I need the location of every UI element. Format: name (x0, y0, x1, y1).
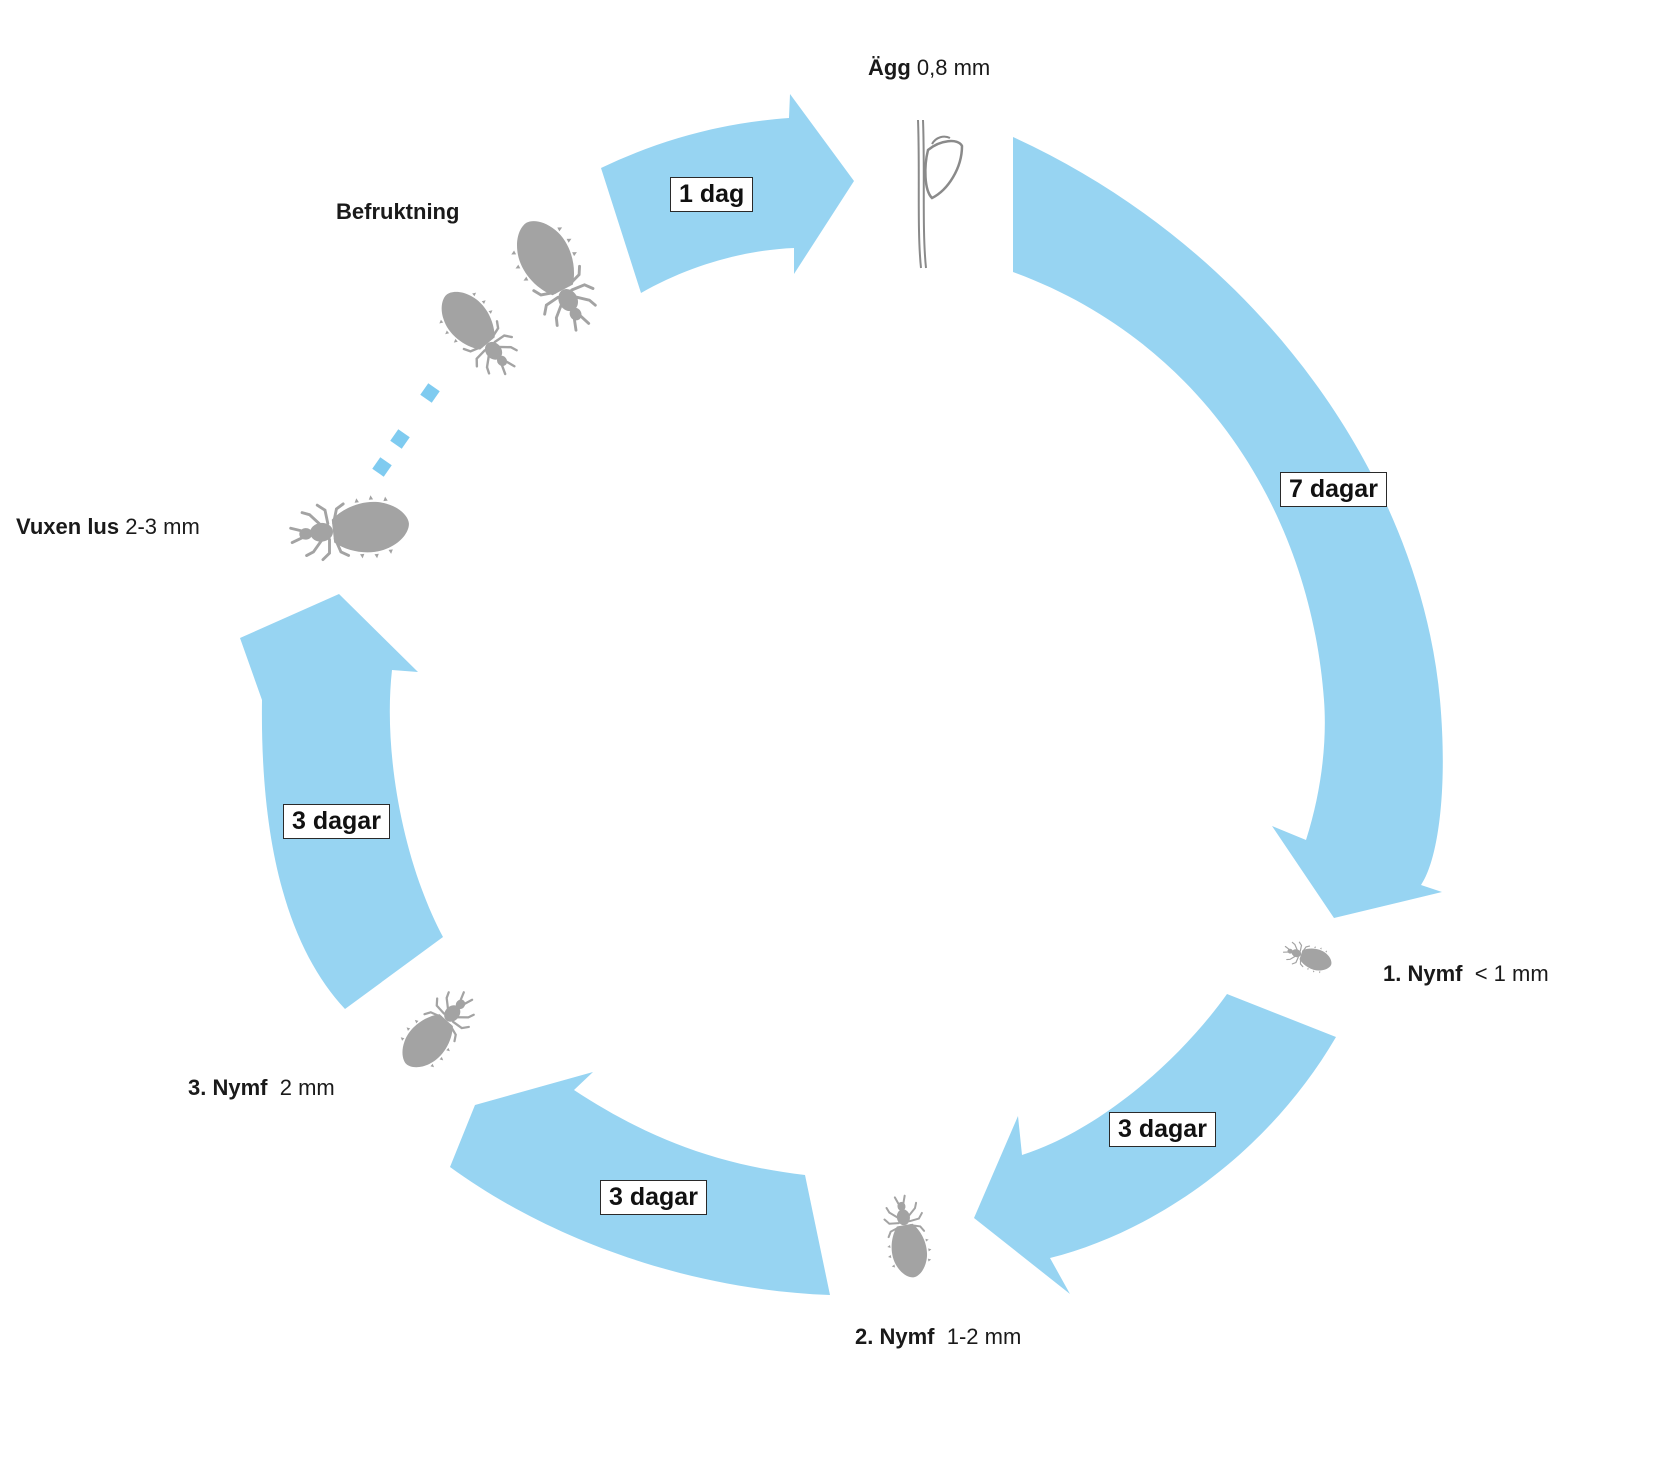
egg-size: 0,8 mm (916, 55, 991, 80)
nymph-2-icon (877, 1191, 937, 1283)
nymph1-label: 1. Nymf < 1 mm (1383, 963, 1549, 985)
nymph3-size: 2 mm (279, 1075, 335, 1100)
mating-lice-icon (497, 206, 612, 344)
nymph3-label: 3. Nymf 2 mm (188, 1077, 335, 1099)
mating-lice-icon-2 (425, 276, 532, 389)
nymph-1-icon (1279, 936, 1336, 978)
duration-nymph3-to-adult: 3 dagar (283, 804, 390, 839)
nymph1-size: < 1 mm (1474, 961, 1549, 986)
nymph3-name: 3. Nymf (188, 1075, 268, 1100)
arrow-nymph3-to-adult (240, 594, 443, 1009)
adult-louse-icon (286, 490, 414, 569)
adult-name: Vuxen lus (16, 514, 120, 539)
dotted-link (372, 383, 440, 477)
duration-mating-to-egg: 1 dag (670, 177, 754, 212)
egg-on-hair-icon (917, 119, 964, 269)
duration-nymph1-to-nymph2: 3 dagar (1109, 1112, 1216, 1147)
adult-label: Vuxen lus 2-3 mm (16, 516, 200, 538)
mating-name: Befruktning (336, 199, 460, 224)
nymph1-name: 1. Nymf (1383, 961, 1463, 986)
nymph-3-icon (387, 978, 488, 1082)
nymph2-size: 1-2 mm (946, 1324, 1022, 1349)
duration-nymph2-to-nymph3: 3 dagar (600, 1180, 707, 1215)
nymph2-name: 2. Nymf (855, 1324, 935, 1349)
duration-egg-to-nymph1: 7 dagar (1280, 472, 1387, 507)
egg-name: Ägg (868, 55, 911, 80)
arrow-egg-to-nymph1 (1013, 137, 1443, 918)
adult-size: 2-3 mm (125, 514, 200, 539)
nymph2-label: 2. Nymf 1-2 mm (855, 1326, 1021, 1348)
mating-label: Befruktning (336, 201, 459, 223)
egg-label: Ägg 0,8 mm (868, 57, 990, 79)
